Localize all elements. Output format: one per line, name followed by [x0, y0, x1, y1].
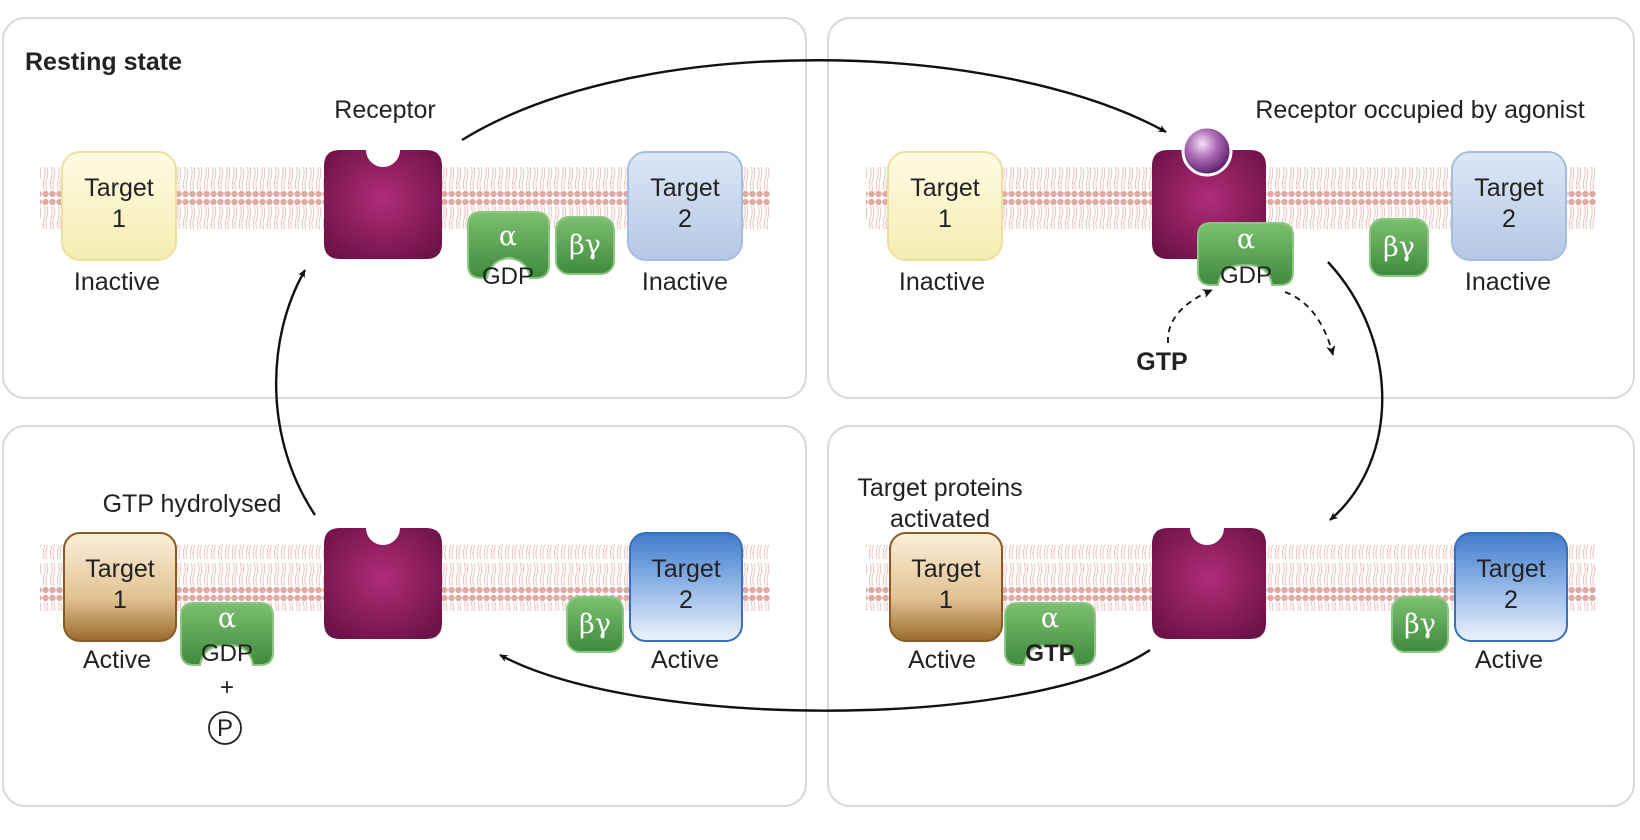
svg-text:2: 2 [679, 586, 693, 614]
svg-text:Target: Target [1476, 555, 1546, 583]
target1-active: Target 1 [889, 532, 1003, 642]
svg-text:2: 2 [1504, 586, 1518, 614]
plus-sign: + [220, 674, 234, 701]
svg-text:P: P [217, 715, 233, 742]
cycle-arrow-top [461, 59, 1167, 142]
svg-text:α: α [499, 221, 517, 252]
svg-text:Target: Target [85, 555, 155, 583]
g-alpha-subunit: α GDP [180, 602, 274, 667]
target2-inactive: Target 2 [627, 151, 743, 261]
svg-text:2: 2 [1502, 205, 1516, 233]
svg-text:βγ: βγ [1383, 232, 1415, 263]
hydrolysed-panel: GTP hydrolysed Target 1 Active α GDP + P… [63, 490, 743, 745]
activated-label-line1: Target proteins [857, 474, 1022, 502]
svg-text:2: 2 [678, 205, 692, 233]
receptor [324, 150, 442, 259]
gtp-incoming-label: GTP [1136, 348, 1187, 376]
resting-panel: Resting state Receptor Target 1 Inactive… [25, 48, 743, 296]
target1-inactive: Target 1 [887, 151, 1003, 261]
g-betagamma-subunit: βγ [555, 216, 615, 275]
g-betagamma-subunit: βγ [1369, 218, 1429, 277]
agonist [1181, 125, 1233, 177]
target2-status: Active [651, 646, 719, 674]
gdp-release-arrow [1284, 291, 1336, 356]
cycle-arrow-right [1327, 261, 1384, 521]
target1-status: Inactive [899, 268, 985, 296]
svg-text:βγ: βγ [579, 609, 611, 640]
receptor [1152, 528, 1266, 639]
g-alpha-subunit: α GTP [1004, 602, 1096, 667]
target2-status: Inactive [642, 268, 728, 296]
target2-status: Active [1475, 646, 1543, 674]
gtp-enter-arrow [1167, 289, 1213, 344]
phosphate: P [208, 711, 242, 745]
target2-status: Inactive [1465, 268, 1551, 296]
svg-text:1: 1 [939, 586, 953, 614]
svg-text:1: 1 [938, 205, 952, 233]
svg-text:Target: Target [84, 174, 154, 202]
svg-text:βγ: βγ [1404, 609, 1436, 640]
receptor [324, 528, 442, 639]
g-betagamma-subunit: βγ [1391, 596, 1449, 653]
hydrolysed-label: GTP hydrolysed [103, 490, 282, 518]
svg-text:Target: Target [650, 174, 720, 202]
svg-text:Target: Target [651, 555, 721, 583]
resting-title: Resting state [25, 48, 182, 76]
svg-text:α: α [1041, 603, 1059, 634]
svg-text:α: α [218, 603, 236, 634]
activated-panel: Target proteins activated Target 1 Activ… [857, 474, 1568, 674]
svg-text:Target: Target [910, 174, 980, 202]
target1-status: Active [83, 646, 151, 674]
g-alpha-subunit: α GDP [467, 211, 550, 290]
svg-text:α: α [1237, 224, 1255, 255]
occupied-panel: Receptor occupied by agonist Target 1 In… [887, 96, 1585, 376]
svg-text:Target: Target [911, 555, 981, 583]
target2-active: Target 2 [629, 532, 743, 642]
activated-label-line2: activated [890, 505, 990, 533]
svg-text:βγ: βγ [569, 230, 601, 261]
target1-status: Active [908, 646, 976, 674]
cycle-arrow-bottom [499, 649, 1151, 712]
cycle-arrow-left [274, 269, 316, 516]
target2-inactive: Target 2 [1451, 151, 1567, 261]
svg-text:1: 1 [113, 586, 127, 614]
target2-active: Target 2 [1454, 532, 1568, 642]
target1-status: Inactive [74, 268, 160, 296]
g-betagamma-subunit: βγ [566, 596, 624, 653]
svg-text:Target: Target [1474, 174, 1544, 202]
svg-text:GTP: GTP [1025, 640, 1074, 667]
svg-text:1: 1 [112, 205, 126, 233]
svg-text:GDP: GDP [1220, 262, 1272, 289]
g-alpha-subunit: α GDP [1197, 222, 1294, 289]
target1-inactive: Target 1 [61, 151, 177, 261]
target1-active: Target 1 [63, 532, 177, 642]
receptor-label: Receptor [334, 96, 435, 124]
svg-text:GDP: GDP [201, 640, 253, 667]
occupied-receptor-label: Receptor occupied by agonist [1255, 96, 1584, 124]
svg-text:GDP: GDP [482, 263, 534, 290]
